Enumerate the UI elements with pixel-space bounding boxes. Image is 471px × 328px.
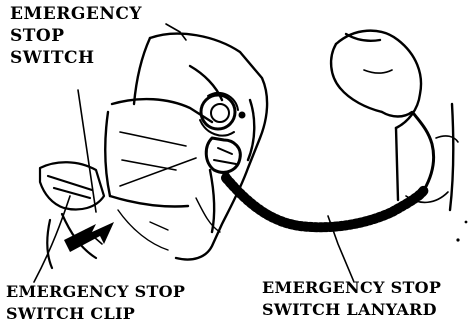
label-line: SWITCH <box>10 50 142 67</box>
operator-hand <box>331 31 453 210</box>
lanyard-coil <box>226 114 458 227</box>
label-line: SWITCH LANYARD <box>262 302 441 318</box>
label-line: EMERGENCY STOP <box>6 284 185 300</box>
label-emergency-stop-switch-lanyard: EMERGENCY STOP SWITCH LANYARD <box>262 280 441 324</box>
label-line: EMERGENCY <box>10 6 142 23</box>
clip-closeup <box>40 162 104 268</box>
label-emergency-stop-switch-clip: EMERGENCY STOP SWITCH CLIP <box>6 284 185 328</box>
label-line: SWITCH CLIP <box>6 306 185 322</box>
label-line: STOP <box>10 28 142 45</box>
label-emergency-stop-switch: EMERGENCY STOP SWITCH <box>10 6 142 72</box>
label-line: EMERGENCY STOP <box>262 280 441 296</box>
clip-arrow <box>64 222 114 252</box>
